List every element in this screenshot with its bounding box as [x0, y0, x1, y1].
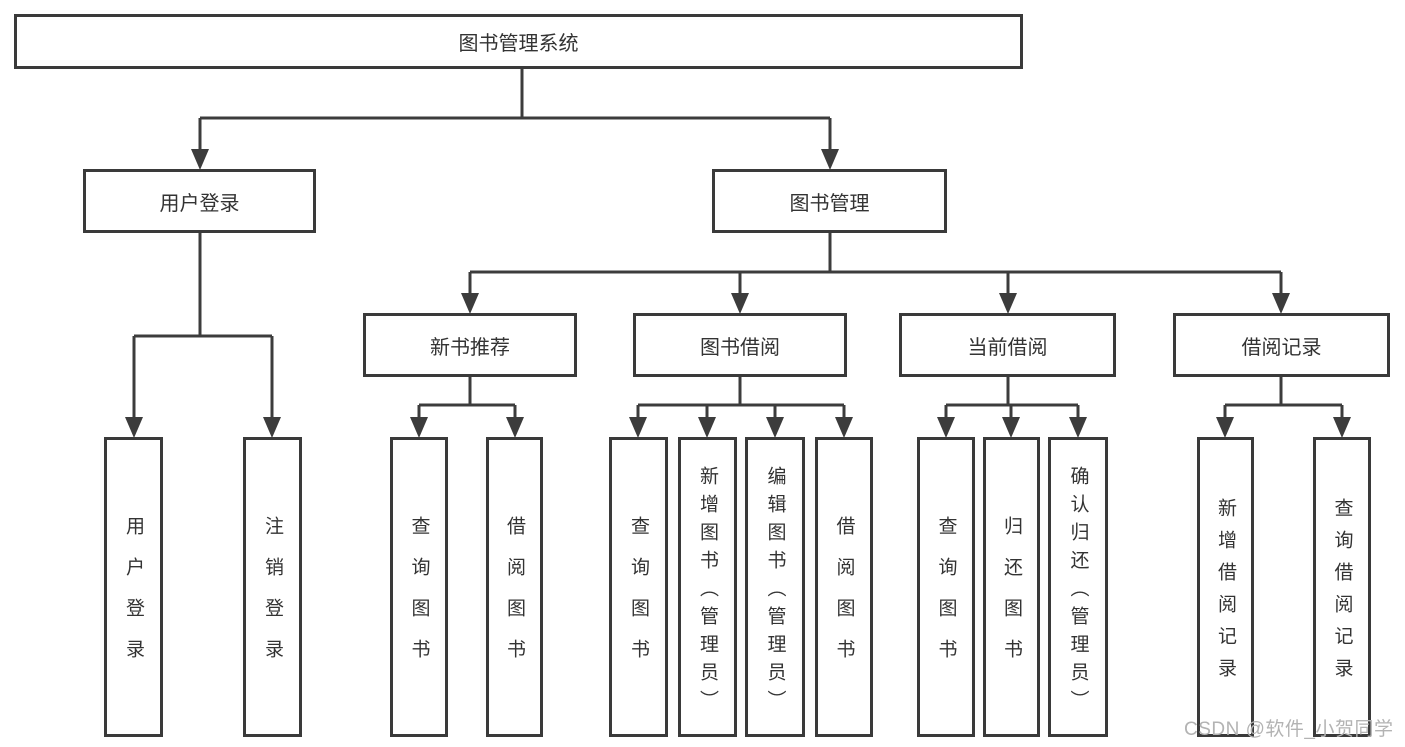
node-leaf-logout: 注销登录: [243, 437, 302, 737]
node-book-borrow: 图书借阅: [633, 313, 847, 377]
leaf-label: 查询图书: [628, 516, 649, 680]
leaf-label: 查询借阅记录: [1331, 497, 1353, 690]
leaf-label: 查询图书: [408, 516, 430, 680]
leaf-label: 用户登录: [123, 516, 144, 680]
node-leaf-borrow-book-2: 借阅图书: [815, 437, 873, 737]
watermark: CSDN @软件_小贺同学: [1184, 719, 1394, 740]
node-leaf-query-book-1: 查询图书: [390, 437, 448, 737]
node-leaf-query-book-3: 查询图书: [917, 437, 975, 737]
leaf-label: 归还图书: [1001, 516, 1022, 680]
node-borrow-records: 借阅记录: [1173, 313, 1390, 377]
leaf-label: 确认归还（管理员）: [1067, 465, 1089, 718]
leaf-label: 查询图书: [935, 516, 957, 680]
node-current-borrow: 当前借阅: [899, 313, 1116, 377]
leaf-label: 注销登录: [262, 516, 283, 680]
node-leaf-borrow-book-1: 借阅图书: [486, 437, 543, 737]
leaf-label: 编辑图书（管理员）: [764, 465, 786, 718]
node-library-management-system: 图书管理系统: [14, 14, 1023, 69]
leaf-label: 新增图书（管理员）: [697, 465, 718, 718]
node-user-login: 用户登录: [83, 169, 316, 233]
leaf-label: 借阅图书: [504, 516, 525, 680]
node-leaf-query-borrow-record: 查询借阅记录: [1313, 437, 1371, 737]
node-leaf-return-book: 归还图书: [983, 437, 1040, 737]
node-leaf-confirm-return-admin: 确认归还（管理员）: [1048, 437, 1108, 737]
node-leaf-query-book-2: 查询图书: [609, 437, 668, 737]
node-leaf-add-book-admin: 新增图书（管理员）: [678, 437, 737, 737]
node-new-book-recommend: 新书推荐: [363, 313, 577, 377]
leaf-label: 新增借阅记录: [1215, 497, 1236, 690]
node-book-management: 图书管理: [712, 169, 947, 233]
leaf-label: 借阅图书: [833, 516, 855, 680]
node-leaf-user-login: 用户登录: [104, 437, 163, 737]
node-leaf-edit-book-admin: 编辑图书（管理员）: [745, 437, 805, 737]
node-leaf-add-borrow-record: 新增借阅记录: [1197, 437, 1254, 737]
arrowheads: [125, 149, 1351, 438]
